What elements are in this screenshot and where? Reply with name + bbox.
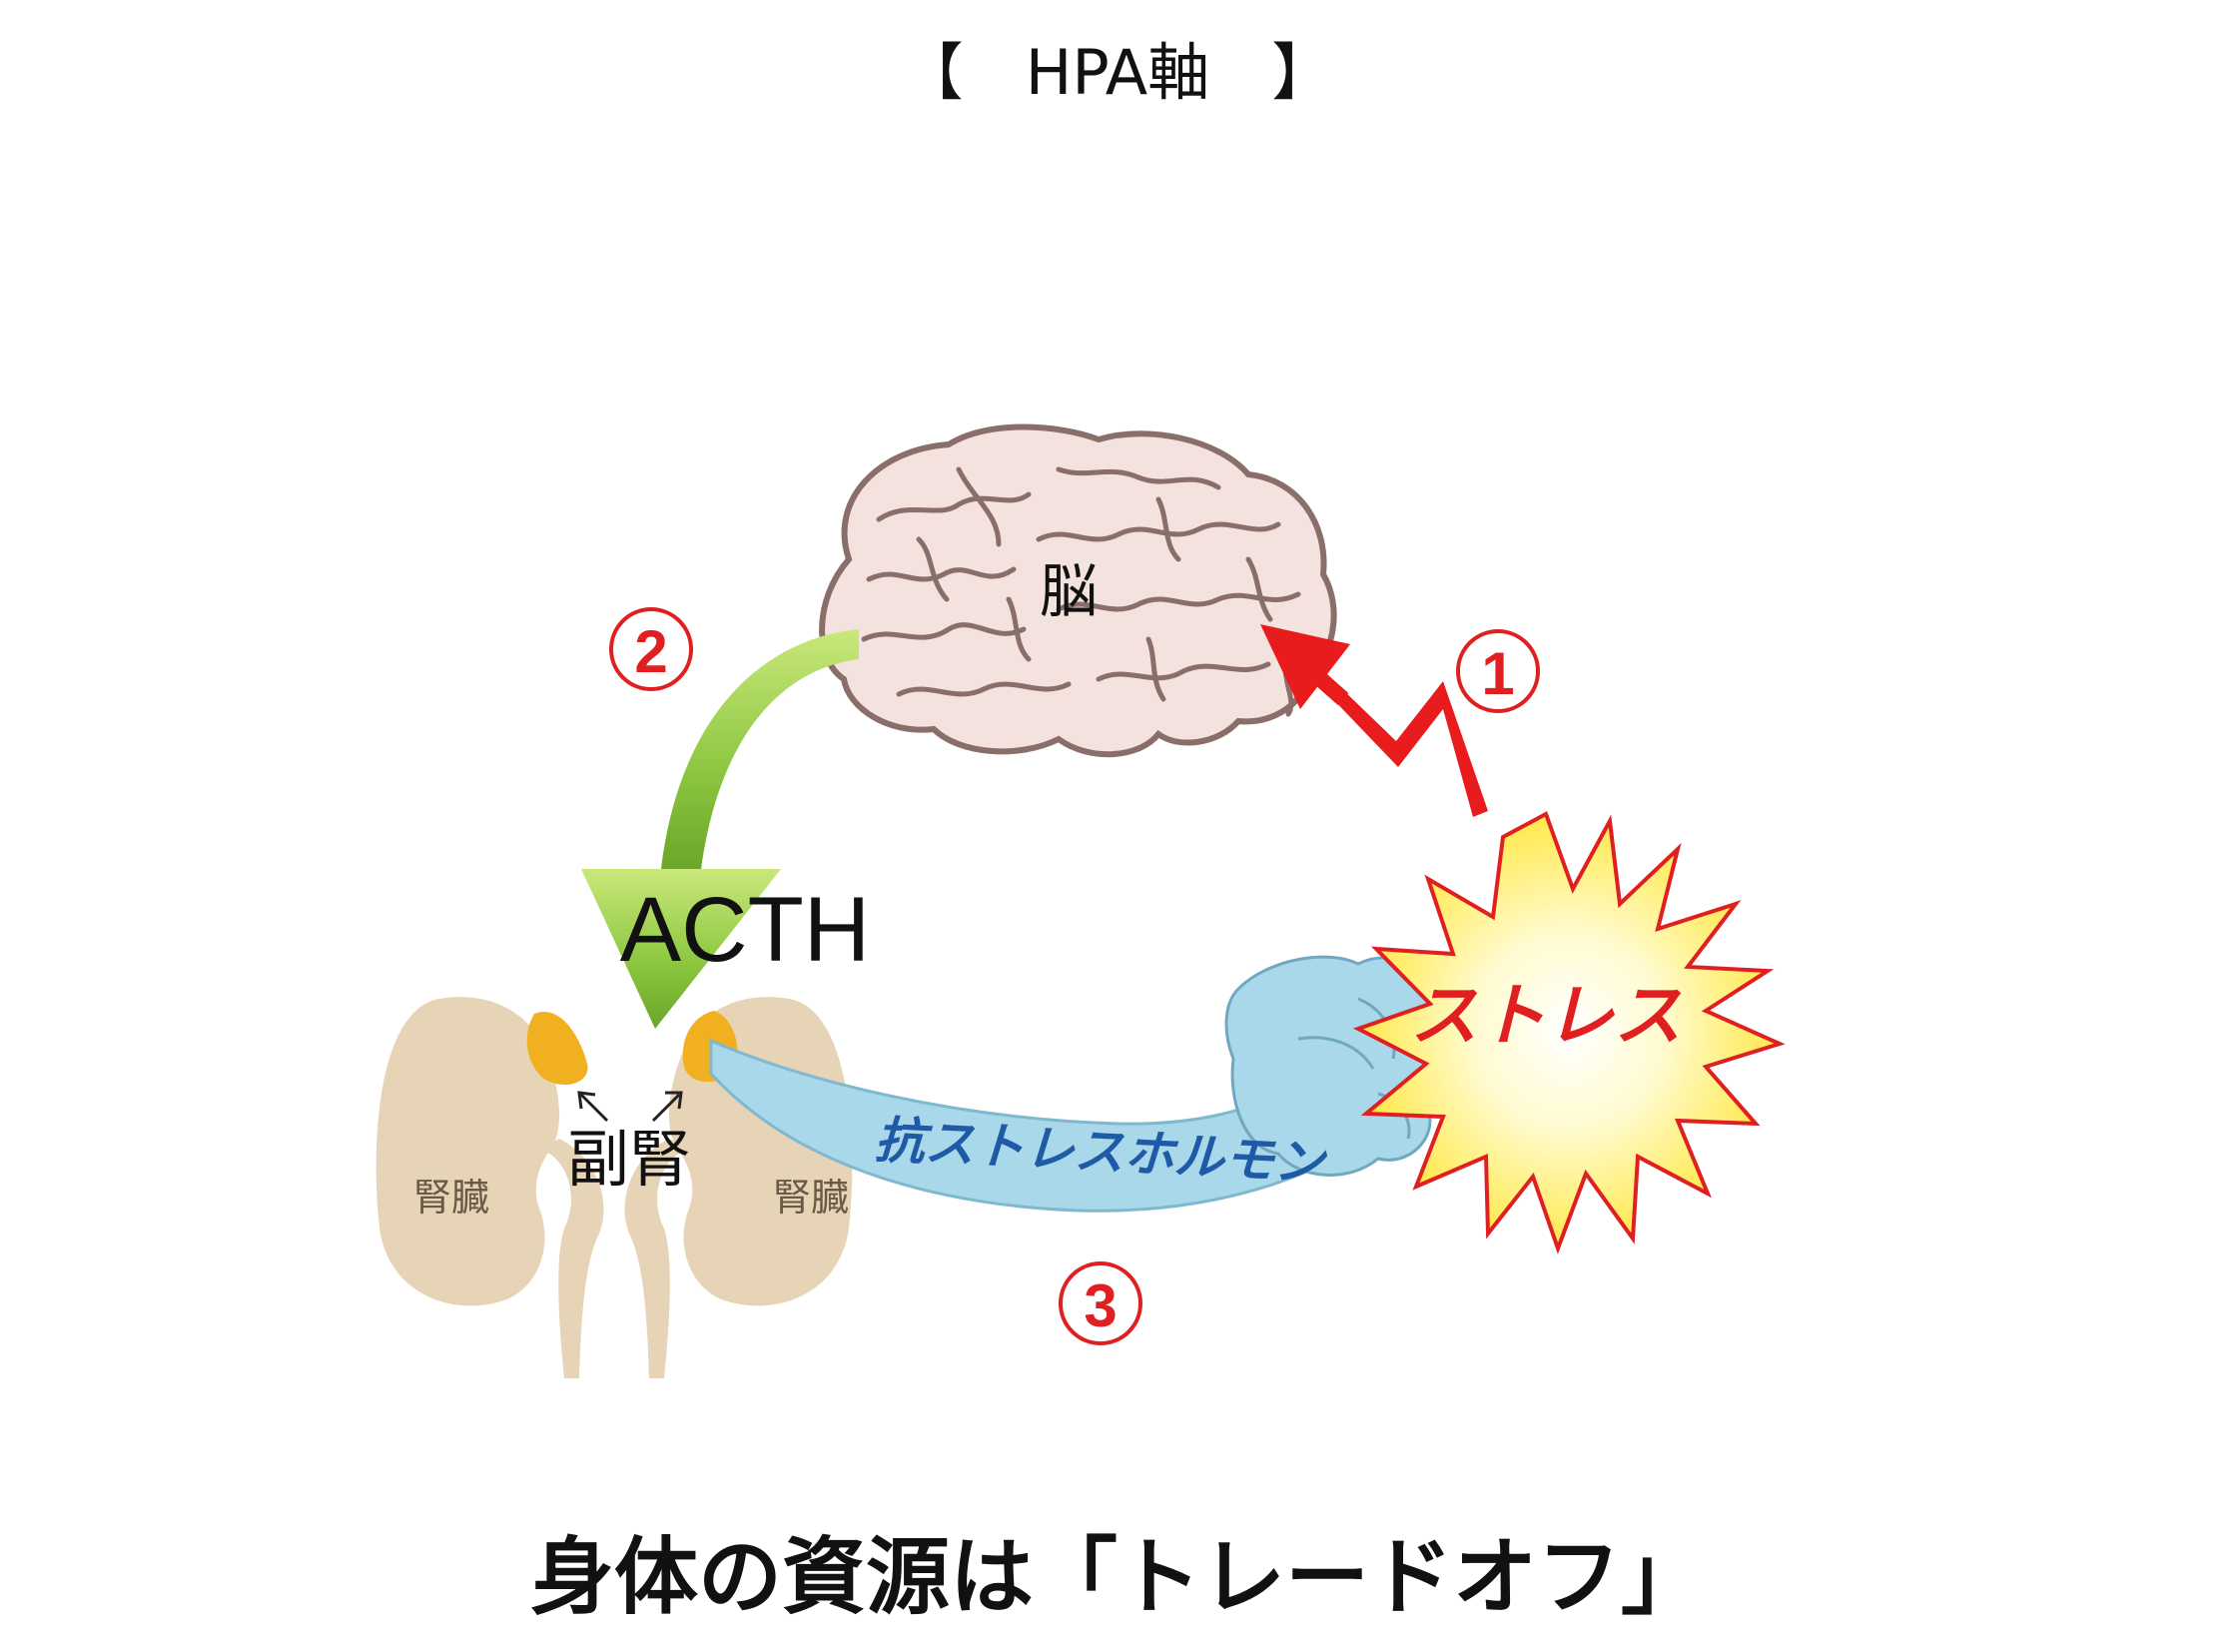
page-title: 【 HPA軸 】 <box>901 36 1334 109</box>
brain-illustration <box>819 423 1337 758</box>
adrenal-gland-left <box>526 1012 588 1085</box>
step-marker-3: 3 <box>1059 1261 1142 1345</box>
stress-signal-arrow <box>1260 624 1488 817</box>
stress-label: ストレス <box>1410 977 1682 1056</box>
acth-label: ACTH <box>620 879 870 981</box>
kidney-right-label: 腎臓 <box>773 1176 849 1220</box>
kidney-left-label: 腎臓 <box>413 1176 489 1220</box>
step-marker-1: 1 <box>1456 629 1540 713</box>
step-marker-2: 2 <box>609 607 693 691</box>
kidney-left <box>375 997 604 1378</box>
step-number-2: 2 <box>634 618 667 685</box>
step-number-1: 1 <box>1481 640 1514 707</box>
stress-burst <box>1352 811 1786 1254</box>
brain-label: 脳 <box>1040 557 1098 625</box>
adrenal-label: 副腎 <box>567 1123 691 1196</box>
acth-arrow <box>581 629 859 1029</box>
tradeoff-tagline: 身体の資源は「トレードオフ」 <box>529 1528 1705 1626</box>
adrenal-pointer-arrows <box>577 1091 683 1123</box>
step-number-3: 3 <box>1084 1272 1117 1339</box>
